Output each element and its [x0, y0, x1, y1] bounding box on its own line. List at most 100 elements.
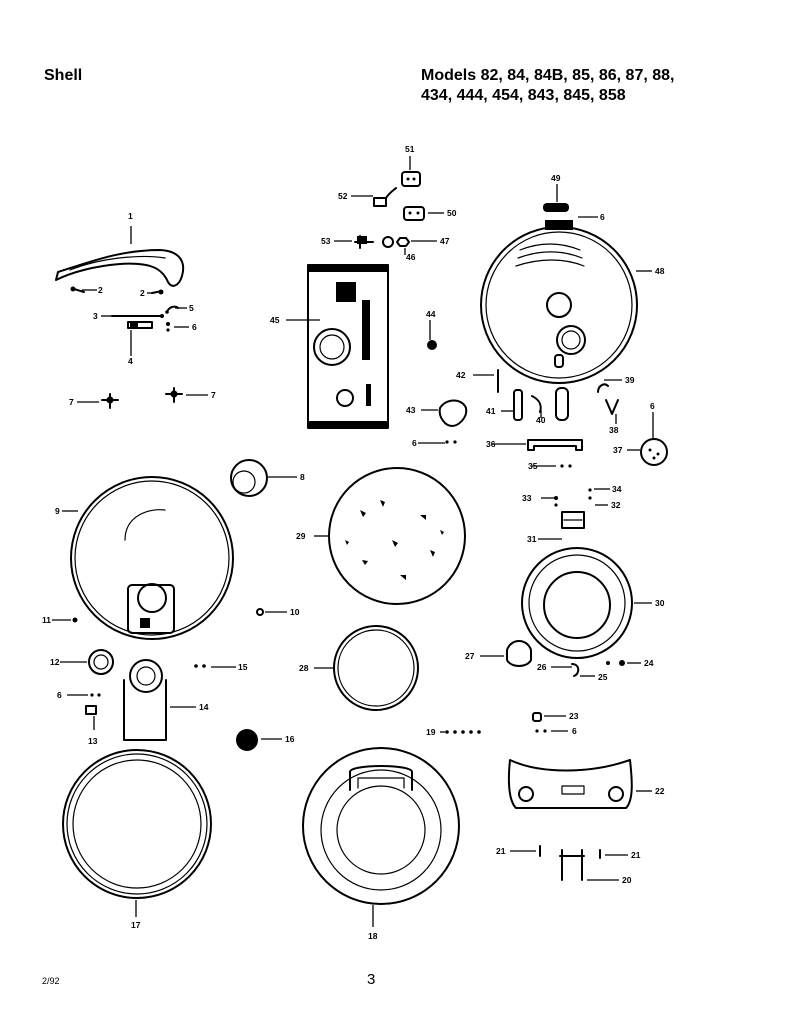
- part-wingnut-7a: [101, 393, 119, 409]
- callout-34: 34: [612, 484, 622, 494]
- models-line-2: 434, 444, 454, 843, 845, 858: [421, 87, 626, 104]
- callout-18: 18: [368, 931, 378, 941]
- part-washer-46: [382, 236, 394, 248]
- models-list: Models 82, 84, 84B, 85, 86, 87, 88, 434,…: [421, 66, 674, 106]
- part-spring-38: [605, 399, 619, 415]
- callout-11: 11: [42, 615, 51, 625]
- part-nuts-6f: [535, 729, 547, 733]
- callout-38: 38: [609, 425, 619, 435]
- part-bracket-37: [640, 438, 668, 466]
- callout-6d: 6: [650, 401, 655, 411]
- callout-51: 51: [405, 144, 415, 154]
- page-title: Shell: [44, 67, 83, 84]
- models-line-1: Models 82, 84, 84B, 85, 86, 87, 88,: [421, 67, 675, 84]
- callout-50: 50: [447, 208, 457, 218]
- callout-14: 14: [199, 702, 209, 712]
- leader-arrows: [52, 156, 654, 927]
- part-foot-23: [532, 712, 542, 722]
- callout-6e: 6: [57, 690, 62, 700]
- part-cap-27: [506, 640, 532, 667]
- callout-7a: 7: [69, 397, 74, 407]
- callout-37: 37: [613, 445, 623, 455]
- date-code: 2/92: [42, 976, 60, 986]
- part-element-30: [521, 547, 633, 659]
- part-bezel-8: [230, 459, 268, 497]
- callout-33: 33: [522, 493, 532, 503]
- callout-35: 35: [528, 461, 538, 471]
- callout-6a: 6: [192, 322, 197, 332]
- callout-19: 19: [426, 727, 436, 737]
- callout-10: 10: [290, 607, 300, 617]
- part-ring-17: [62, 749, 212, 899]
- callout-39: 39: [625, 375, 635, 385]
- callout-1: 1: [128, 211, 133, 221]
- callout-9: 9: [55, 506, 60, 516]
- part-clip-53: [354, 235, 374, 249]
- part-screw-2b: [151, 289, 164, 295]
- part-clip-39: [597, 383, 609, 393]
- part-clip-34: [588, 488, 592, 500]
- callout-6c: 6: [412, 438, 417, 448]
- callout-30: 30: [655, 598, 665, 608]
- callout-49: 49: [551, 173, 561, 183]
- callout-13: 13: [88, 736, 98, 746]
- callout-4: 4: [128, 356, 133, 366]
- callout-23: 23: [569, 711, 579, 721]
- callout-7b: 7: [211, 390, 216, 400]
- part-base-18: [302, 747, 460, 905]
- part-pin-10: [256, 608, 264, 616]
- part-tray-29: [328, 467, 466, 605]
- callout-47: 47: [440, 236, 450, 246]
- part-ring-12: [88, 649, 114, 675]
- callout-52: 52: [338, 191, 348, 201]
- part-base-9: [70, 476, 234, 640]
- callout-22: 22: [655, 786, 665, 796]
- part-nut-6a: [166, 322, 170, 332]
- part-wingnut-7b: [165, 387, 183, 403]
- part-bracket-14: [123, 659, 167, 741]
- part-plug-44: [427, 340, 437, 350]
- part-lid-48: [480, 220, 638, 384]
- part-knob-51: [401, 171, 421, 187]
- callout-17: 17: [131, 920, 141, 930]
- callout-31: 31: [527, 534, 537, 544]
- callout-20: 20: [622, 875, 632, 885]
- part-screw-33: [554, 496, 558, 507]
- callout-28: 28: [299, 663, 309, 673]
- callout-29: 29: [296, 531, 306, 541]
- callout-27: 27: [465, 651, 475, 661]
- callout-5: 5: [189, 303, 194, 313]
- part-stand-20: [559, 849, 585, 881]
- callout-43: 43: [406, 405, 416, 415]
- part-rod-3: [111, 314, 164, 318]
- callout-2a: 2: [98, 285, 103, 295]
- part-lamp-52: [373, 187, 397, 207]
- part-foot-13: [85, 705, 97, 715]
- part-fuse-41: [513, 389, 523, 421]
- callout-53: 53: [321, 236, 331, 246]
- part-rivets-19: [445, 730, 481, 734]
- part-plate-31: [561, 511, 585, 529]
- callout-labels: 1 2 2 3 4 5 6 7 7 8 9 10 11 12 13 14 15 …: [42, 144, 665, 941]
- part-bracket-4: [127, 321, 153, 329]
- callout-24: 24: [644, 658, 654, 668]
- callout-26: 26: [537, 662, 547, 672]
- part-clip-40: [531, 395, 542, 413]
- part-bar-36: [527, 439, 583, 451]
- part-nuts-15: [194, 664, 206, 668]
- callout-3: 3: [93, 311, 98, 321]
- part-ring-28: [333, 625, 419, 711]
- callout-45: 45: [270, 315, 280, 325]
- callout-48: 48: [655, 266, 665, 276]
- callout-36: 36: [486, 439, 496, 449]
- part-handle: [55, 249, 185, 287]
- part-nut-47: [396, 237, 410, 247]
- callout-6f: 6: [572, 726, 577, 736]
- page-number: 3: [367, 971, 376, 988]
- part-nuts-6e: [90, 693, 101, 697]
- part-screw-11: [72, 617, 78, 623]
- callout-2b: 2: [140, 288, 145, 298]
- callout-6b: 6: [600, 212, 605, 222]
- callout-21a: 21: [496, 846, 506, 856]
- callout-12: 12: [50, 657, 60, 667]
